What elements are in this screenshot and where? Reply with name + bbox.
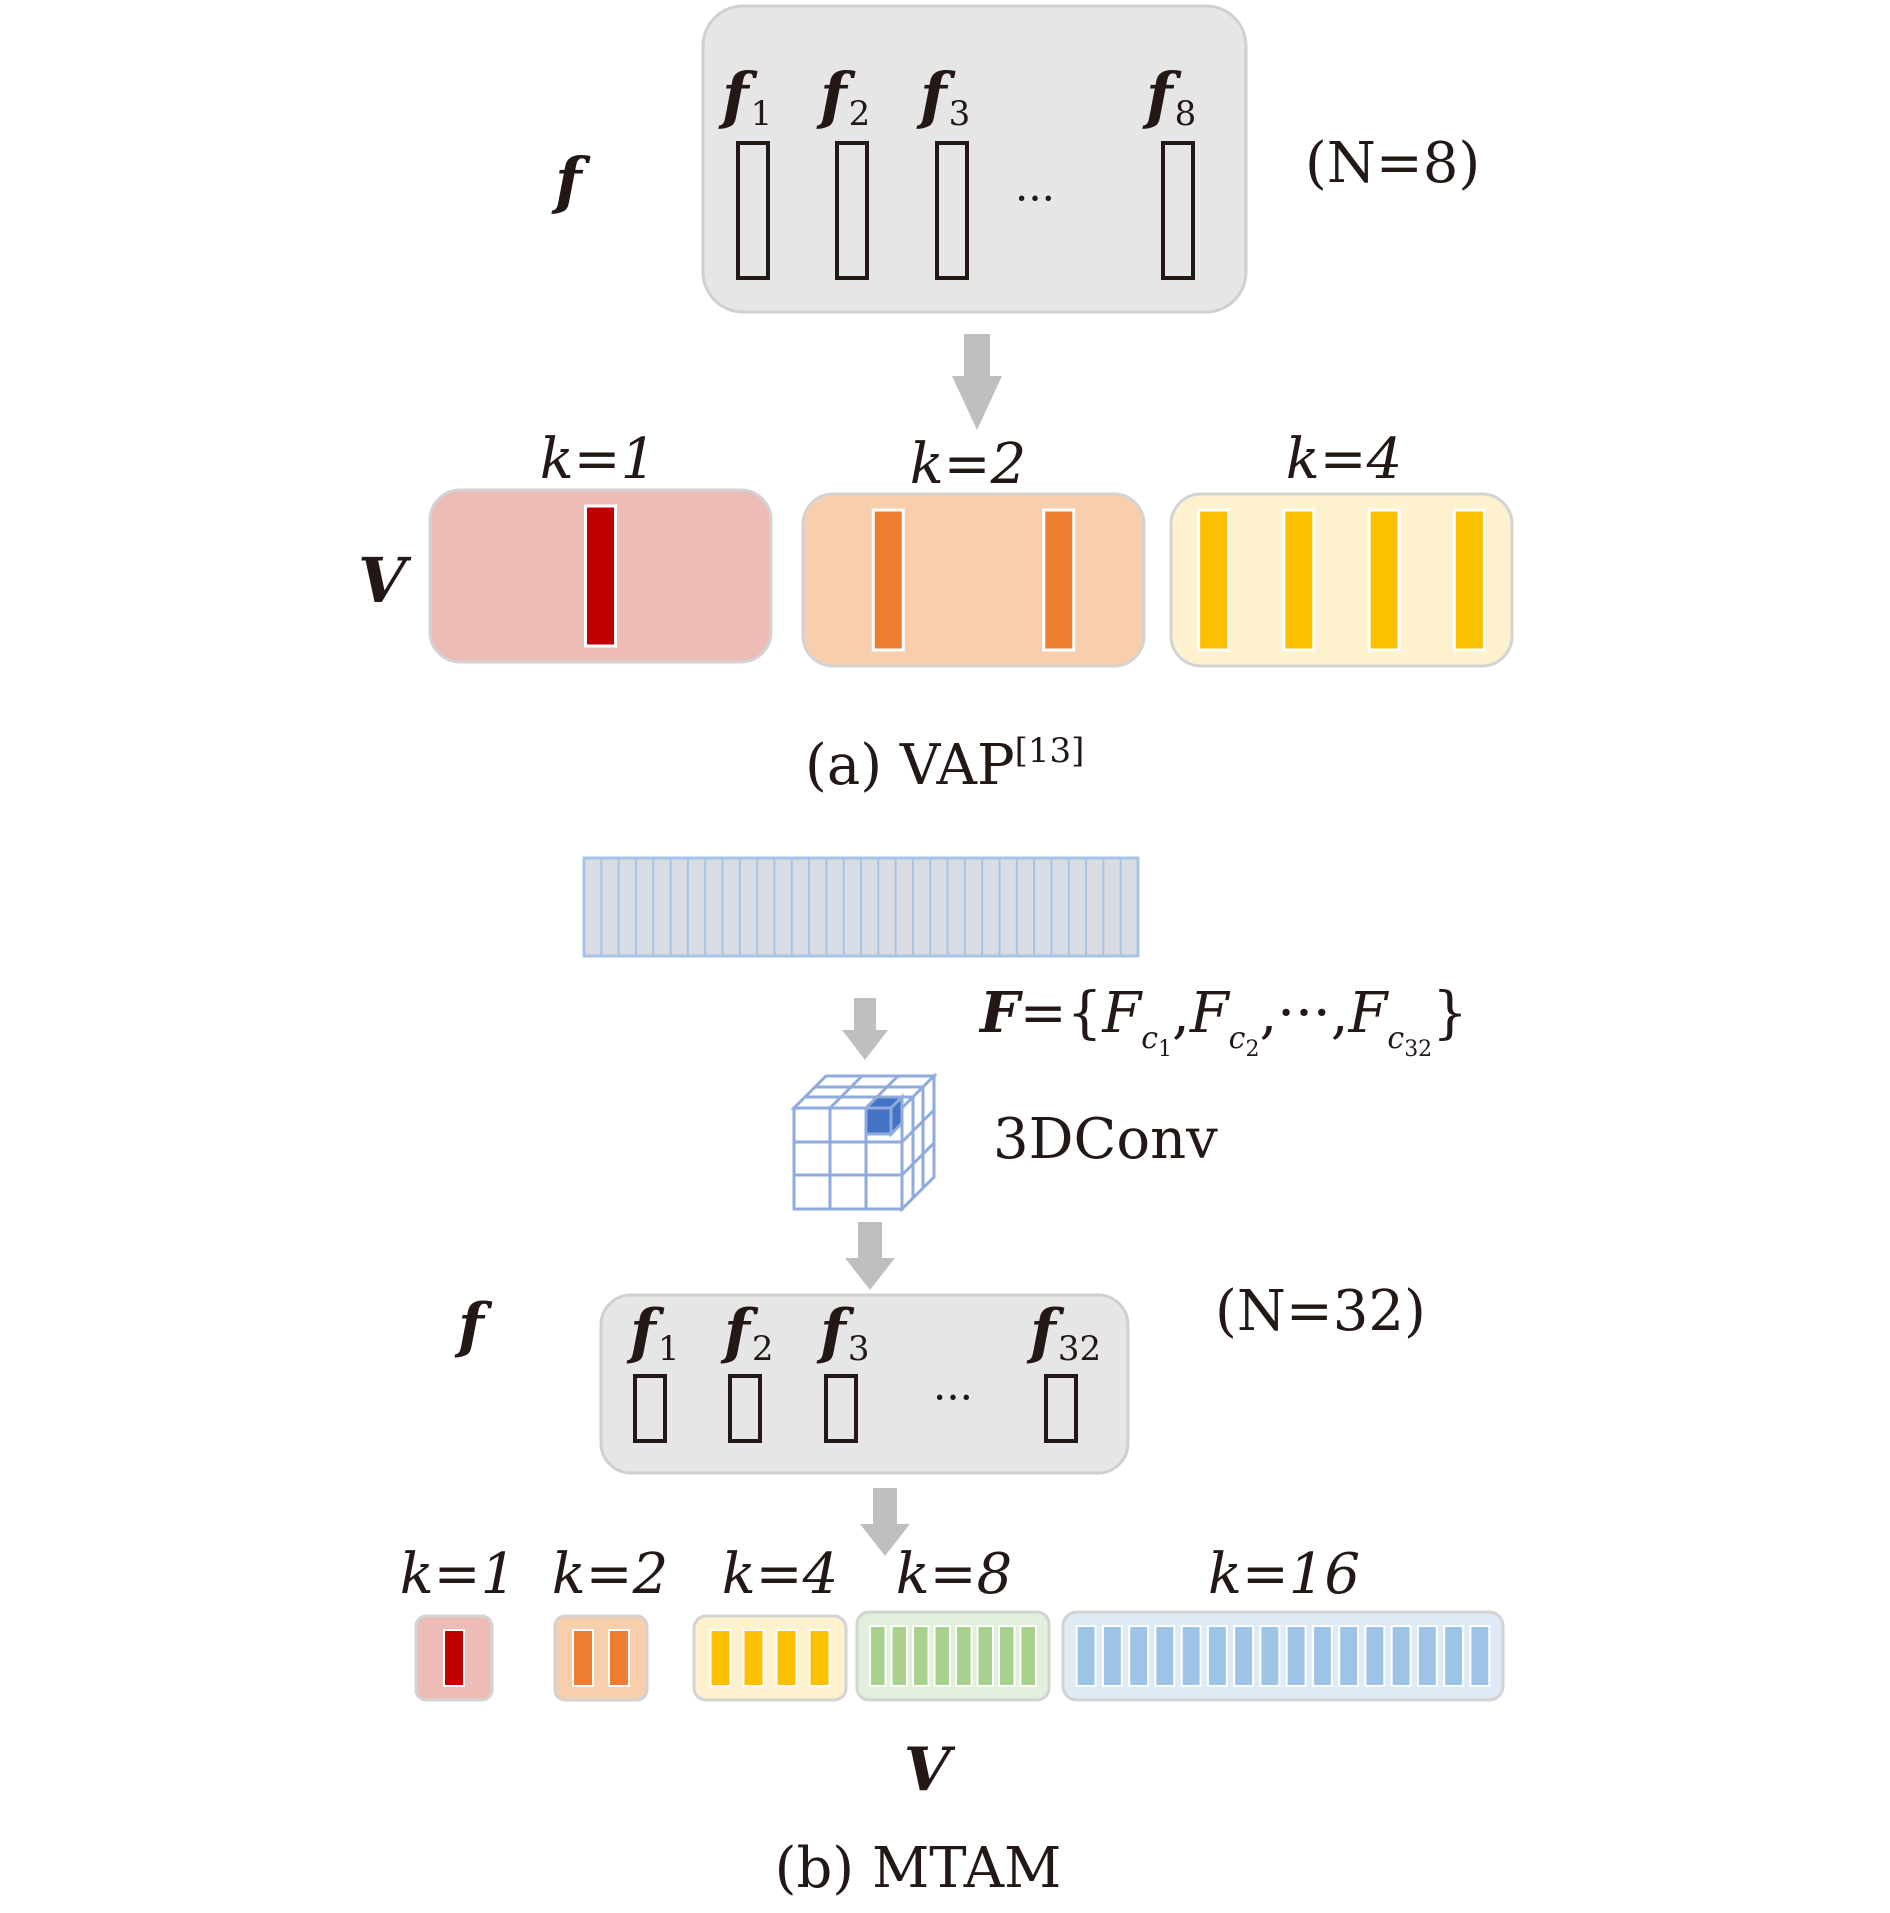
feature-bar-k16 [1233,1625,1255,1687]
k-label-b: k=4 [722,1542,838,1607]
feature-bar-k16 [1206,1625,1228,1687]
k-label-b: k=16 [1208,1542,1360,1607]
feature-bar-k16 [1101,1625,1123,1687]
feature-bar-k4 [742,1629,765,1687]
feature-bar-a [736,141,770,280]
f-equation: F={Fc1,Fc2,···,Fc32} [978,980,1468,1062]
group-box-k2 [553,1614,649,1702]
group-box-k2 [801,492,1146,668]
group-box-k4 [692,1614,848,1702]
feature-bar-k8 [869,1625,887,1687]
v-groups-a [428,488,1514,668]
f-label-b: f [454,1291,493,1361]
feature-bar-k16 [1285,1625,1307,1687]
feature-bar-k16 [1469,1625,1491,1687]
feature-bar-k8 [1019,1625,1037,1687]
k-label-a: k=2 [910,432,1026,497]
feature-bar-k8 [976,1625,994,1687]
down-arrow-icon [842,998,888,1060]
feature-bar-a [935,141,969,280]
k-label-b: k=8 [896,1542,1012,1607]
ellipsis-b: ··· [933,1373,973,1422]
down-arrow-icon [952,334,1002,430]
feature-bar-k8 [955,1625,973,1687]
feature-bar-k16 [1416,1625,1438,1687]
conv-label: 3DConv [993,1107,1218,1172]
feature-bar-k16 [1443,1625,1465,1687]
feature-bar-k16 [1364,1625,1386,1687]
feature-bar-k8 [890,1625,908,1687]
feature-bar-k16 [1311,1625,1333,1687]
feature-bar-b [728,1374,762,1443]
feature-bar-k2 [608,1629,630,1687]
feature-bar-k16 [1338,1625,1360,1687]
feature-bar-b [1044,1374,1078,1443]
feature-bar-b [824,1374,858,1443]
feature-bar-k4 [1197,508,1231,652]
f-label-a: f [551,144,591,217]
v-label-b: V [904,1735,956,1805]
feature-bar-k4 [775,1629,798,1687]
feature-label-b: f2 [720,1297,773,1369]
feature-bar-k4 [1367,508,1401,652]
feature-bar-k4 [808,1629,831,1687]
feature-label-a: f2 [816,59,870,134]
feature-bar-k1 [443,1629,465,1687]
feature-bar-k8 [933,1625,951,1687]
k-label-b: k=1 [400,1542,516,1607]
k-label-a: k=1 [540,427,656,492]
caption-a: (a) VAP[13] [805,731,1084,798]
n-label-b: (N=32) [1215,1279,1426,1344]
panel-a: f1 f2 f3 f8 ··· f (N=8) k=1 k=2 k=4 V (a… [358,4,1514,798]
feature-bar-k4 [1282,508,1316,652]
feature-bar-k16 [1075,1625,1097,1687]
feature-bar-k16 [1259,1625,1281,1687]
feature-bar-k2 [871,508,905,652]
group-box-k4 [1169,492,1514,668]
feature-bar-k2 [572,1629,594,1687]
feature-bar-k16 [1180,1625,1202,1687]
feature-bar-a [835,141,869,280]
feature-bar-k16 [1128,1625,1150,1687]
feature-bar-k8 [998,1625,1016,1687]
n-label-a: (N=8) [1305,131,1480,196]
feature-box-b [599,1293,1130,1475]
feature-bar-k16 [1154,1625,1176,1687]
frame-strip [582,856,1140,958]
caption-b: (b) MTAM [775,1836,1062,1901]
feature-bar-b [633,1374,667,1443]
feature-bar-k1 [584,504,617,648]
feature-bar-k16 [1390,1625,1412,1687]
ellipsis-a: ··· [1015,174,1055,223]
feature-bar-k2 [1042,508,1076,652]
v-groups-b [414,1610,1505,1702]
feature-bar-k4 [709,1629,732,1687]
feature-bar-k8 [912,1625,930,1687]
panel-b: F={Fc1,Fc2,···,Fc32} [400,856,1505,1901]
k-label-b: k=2 [552,1542,668,1607]
cube-3dconv-icon [790,1072,938,1213]
down-arrow-icon [860,1488,910,1556]
feature-bar-k4 [1452,508,1486,652]
feature-bar-a [1161,141,1195,280]
v-label-a: V [358,544,412,617]
k-label-a: k=4 [1286,427,1402,492]
feature-label-a: f3 [916,59,970,134]
down-arrow-icon [845,1222,895,1290]
feature-label-a: f1 [718,59,772,134]
